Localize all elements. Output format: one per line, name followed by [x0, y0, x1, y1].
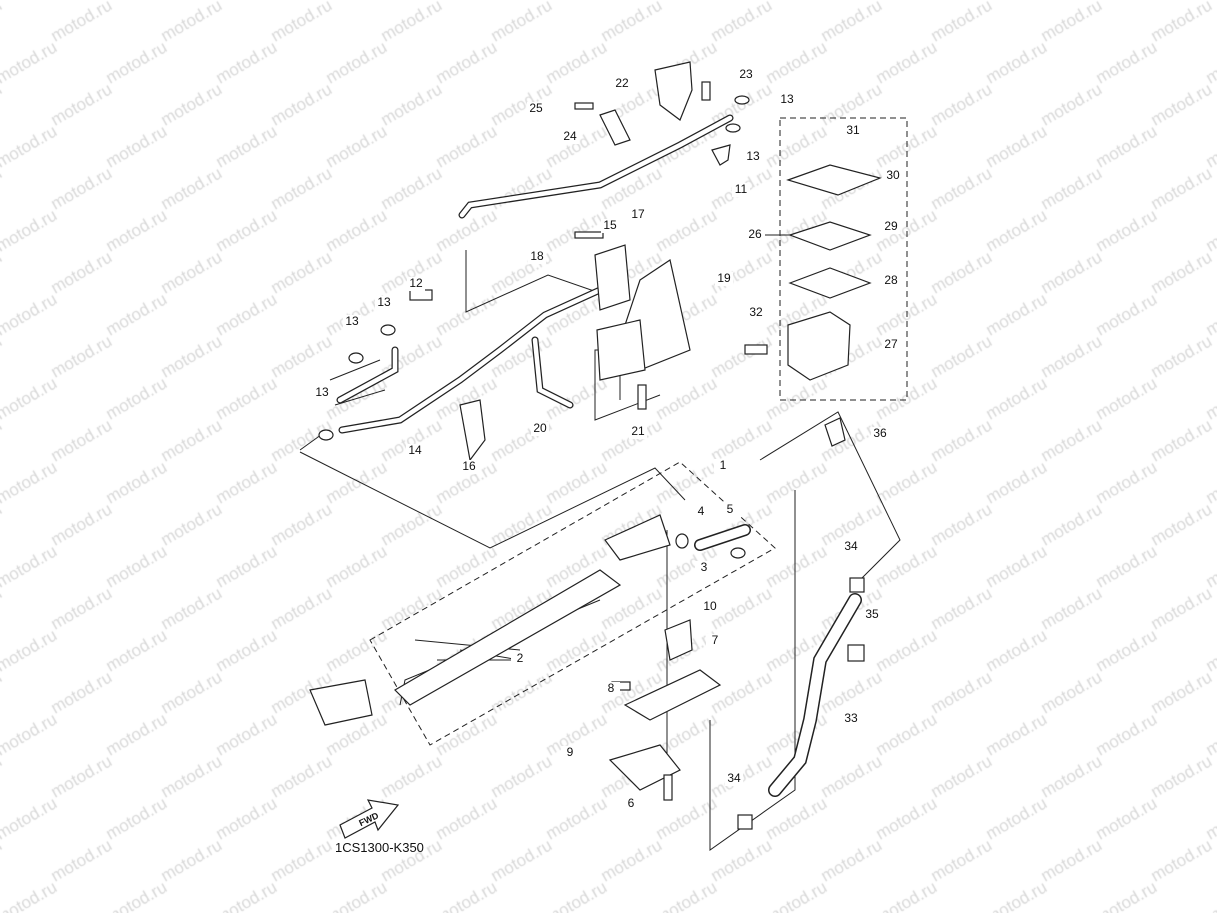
part-label-34: 34 [727, 771, 741, 785]
part-label-20: 20 [533, 421, 547, 435]
clamp-35 [847, 644, 865, 662]
clamp-16 [459, 399, 486, 462]
reservoir-27 [787, 311, 851, 381]
part-label-29: 29 [884, 219, 898, 233]
part-label-13: 13 [377, 295, 391, 309]
part-label-26: 26 [748, 227, 762, 241]
part-label-13: 13 [746, 149, 760, 163]
part-label-1: 1 [720, 458, 727, 472]
part-label-15: 15 [603, 218, 617, 232]
bolt-6 [663, 774, 673, 801]
part-label-23: 23 [739, 67, 753, 81]
cap-30 [786, 164, 882, 196]
part-label-7: 7 [712, 633, 719, 647]
washer-13d [348, 352, 364, 364]
part-label-14: 14 [408, 443, 422, 457]
part-label-8: 8 [608, 681, 615, 695]
part-label-13: 13 [780, 92, 794, 106]
part-label-24: 24 [563, 129, 577, 143]
master-cylinder-assembly-box [369, 461, 776, 746]
reservoir-assembly-box [779, 117, 908, 401]
clevis [309, 679, 373, 726]
part-label-5: 5 [727, 502, 734, 516]
part-label-22: 22 [615, 76, 629, 90]
part-label-4: 4 [698, 504, 705, 518]
brake-hoses [336, 114, 862, 797]
washer-13b [725, 123, 741, 133]
piston-kit-2 [394, 569, 622, 706]
clamp-24 [599, 109, 631, 146]
part-label-11: 11 [735, 182, 748, 196]
clamp-34b [737, 814, 753, 830]
part-label-32: 32 [749, 305, 763, 319]
part-label-6: 6 [628, 796, 635, 810]
part-label-28: 28 [884, 273, 898, 287]
part-label-25: 25 [529, 101, 543, 115]
clamp-36 [824, 417, 846, 447]
clip-3 [730, 547, 746, 559]
bolt-11 [711, 144, 731, 166]
part-label-10: 10 [703, 599, 717, 613]
plate-29 [788, 221, 872, 251]
part-label-21: 21 [631, 424, 645, 438]
bolt-18 [574, 231, 604, 239]
joint-17 [594, 244, 631, 311]
part-label-2: 2 [517, 651, 524, 665]
part-label-12: 12 [409, 276, 423, 290]
master-cylinder-body [604, 514, 671, 561]
washer-13a [734, 95, 750, 105]
part-label-13: 13 [315, 385, 329, 399]
plate-10 [664, 619, 693, 661]
bolt-32 [744, 344, 768, 355]
bolt-21 [637, 384, 647, 410]
washer-13c [380, 324, 396, 336]
bracket-7 [623, 669, 722, 721]
cover-9 [608, 744, 681, 791]
part-label-30: 30 [886, 168, 900, 182]
part-label-35: 35 [865, 607, 879, 621]
diaphragm-28 [788, 267, 872, 299]
part-label-13: 13 [345, 314, 359, 328]
part-label-16: 16 [462, 459, 476, 473]
part-label-19: 19 [717, 271, 731, 285]
part-label-17: 17 [631, 207, 645, 221]
part-label-34: 34 [844, 539, 858, 553]
part-label-33: 33 [844, 711, 858, 725]
part-label-18: 18 [530, 249, 544, 263]
oring-4 [675, 533, 689, 549]
part-label-27: 27 [884, 337, 898, 351]
part-label-31: 31 [846, 123, 860, 137]
holder [596, 319, 646, 381]
parts [309, 61, 882, 830]
bolt-25 [574, 102, 594, 110]
fwd-arrow-icon: FWD [339, 799, 400, 839]
part-label-3: 3 [701, 560, 708, 574]
bracket-22 [654, 61, 693, 121]
bolt-12 [409, 289, 433, 301]
diagram-code: 1CS1300-K350 [335, 840, 424, 855]
bolt-23 [701, 81, 711, 101]
part-label-36: 36 [873, 426, 887, 440]
clamp-34a [849, 577, 865, 593]
part-label-9: 9 [567, 745, 574, 759]
washer-13e [318, 429, 334, 441]
